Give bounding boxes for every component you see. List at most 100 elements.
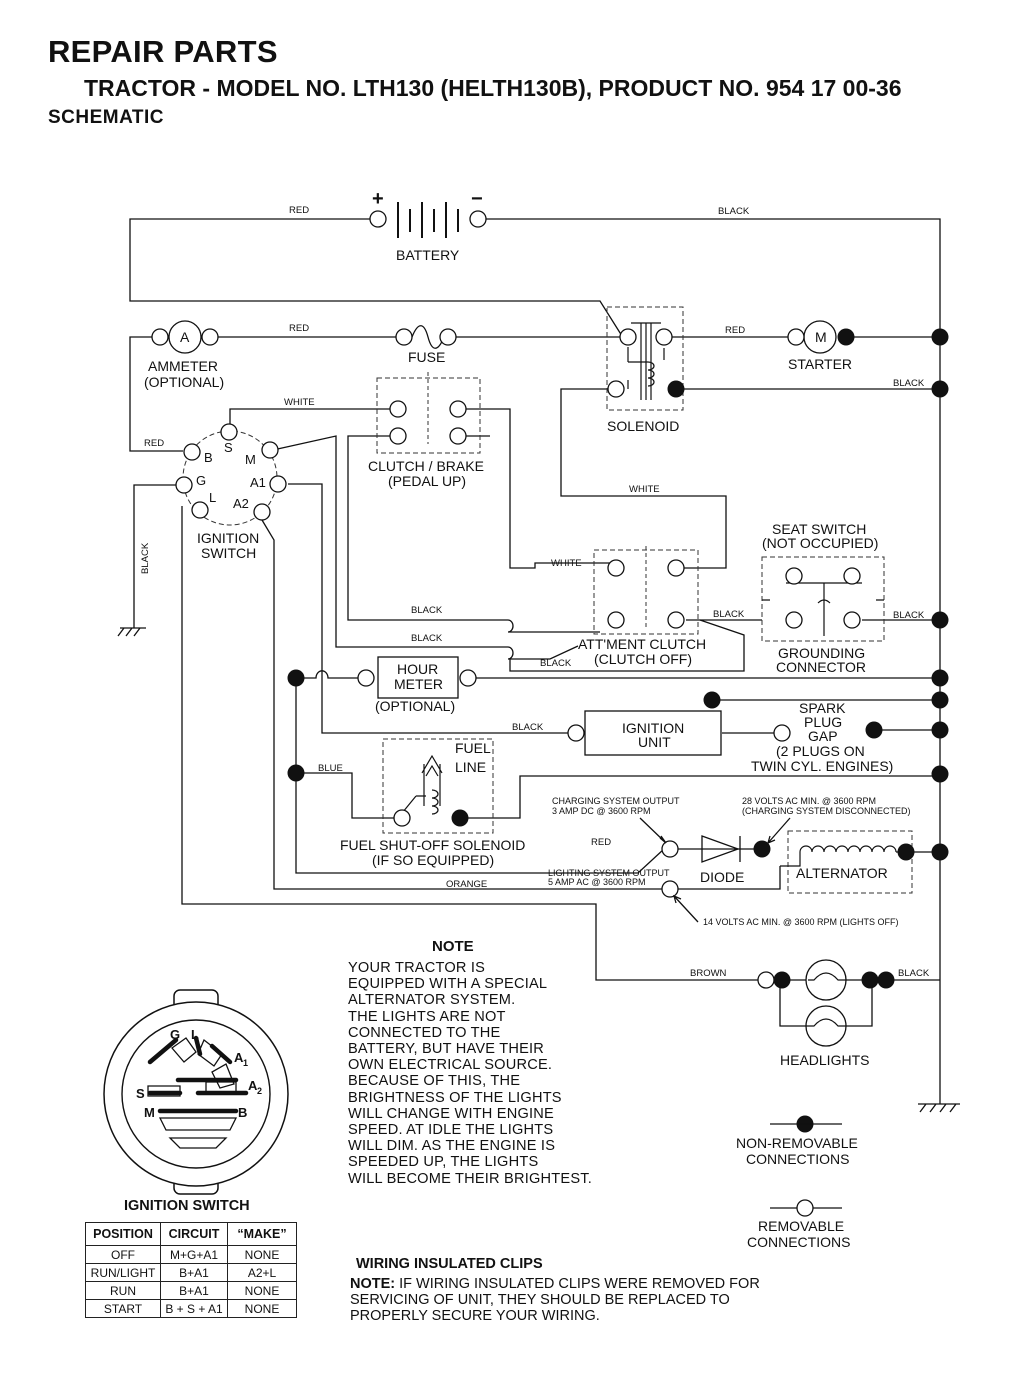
wire-m-black	[272, 435, 579, 660]
dot-ignunit-ground	[931, 691, 949, 709]
table-row: RUN B+A1 NONE	[85, 1281, 297, 1300]
table-cell: RUN	[85, 1281, 161, 1300]
hour-meter-label-2: METER	[394, 676, 443, 692]
starter-label: STARTER	[788, 356, 852, 372]
lighting-terminal	[661, 880, 679, 898]
hour-meter-box	[377, 656, 459, 699]
table-header: “MAKE”	[227, 1222, 297, 1246]
wire-label-black-headlight: BLACK	[898, 968, 930, 979]
fuel-solenoid-plunger	[421, 754, 443, 806]
arrow-28v	[766, 817, 791, 845]
clips-note-text: IF WIRING INSULATED CLIPS WERE REMOVED F…	[350, 1276, 760, 1325]
starter-symbol-label: M	[815, 329, 827, 345]
diode-symbol	[701, 835, 741, 863]
grounding-label-2: CONNECTOR	[776, 659, 866, 675]
volts28-label-1: 28 VOLTS AC MIN. @ 3600 RPM	[742, 796, 876, 806]
table-cell: NONE	[227, 1299, 297, 1318]
headlight-terminal	[757, 971, 775, 989]
seat-terminal-2	[843, 567, 861, 585]
face-s: S	[136, 1086, 145, 1101]
dot-fuel-ground	[931, 765, 949, 783]
seat-switch-label-1: SEAT SWITCH	[772, 521, 866, 537]
lighting-label-2: 5 AMP AC @ 3600 RPM	[548, 877, 646, 887]
hour-meter-terminal-left	[357, 669, 375, 687]
legend-removable-label-2: CONNECTIONS	[747, 1234, 850, 1250]
alternator-coil	[780, 845, 906, 867]
dot-headlight-left	[773, 971, 791, 989]
wire-label-black-clutch: BLACK	[411, 605, 443, 616]
diode-label: DIODE	[700, 869, 744, 885]
dot-solenoid	[667, 380, 685, 398]
wire-label-black-ignition-vertical: BLACK	[140, 542, 151, 574]
ignition-switch-face	[103, 989, 289, 1195]
dot-alternator	[897, 843, 915, 861]
wire-label-red-starter: RED	[725, 325, 745, 336]
wire-ign-black-left	[133, 484, 176, 612]
solenoid-label: SOLENOID	[607, 418, 679, 434]
solenoid-terminal-2	[655, 328, 673, 346]
dot-seat-ground	[931, 611, 949, 629]
wire-battery-negative	[484, 218, 941, 1100]
headlights	[757, 959, 847, 1047]
dot-ignunit-top	[703, 691, 721, 709]
ignition-unit-label-1: IGNITION	[622, 720, 684, 736]
legend-nonremovable-label-2: CONNECTIONS	[746, 1151, 849, 1167]
wire-label-black-ignunit: BLACK	[512, 722, 544, 733]
face-g: G	[170, 1027, 180, 1042]
seat-switch-internals	[762, 582, 884, 636]
dot-hour-meter-left	[287, 669, 305, 687]
clips-note-label: NOTE:	[350, 1276, 396, 1292]
wire-red-fuel	[295, 773, 665, 874]
dot-spark-plug	[865, 721, 883, 739]
wire-hour-meter	[296, 670, 364, 679]
volts28-label-2: (CHARGING SYSTEM DISCONNECTED)	[742, 806, 911, 816]
table-row: OFF M+G+A1 NONE	[85, 1245, 297, 1264]
wire-label-white-solenoid: WHITE	[629, 484, 660, 495]
ignition-unit-terminal	[567, 724, 585, 742]
table-header: POSITION	[85, 1222, 161, 1246]
solenoid-box	[606, 306, 684, 411]
spark-label-5: TWIN CYL. ENGINES)	[751, 758, 893, 774]
face-a1: A	[234, 1050, 244, 1065]
wire-label-black-attment-seat: BLACK	[713, 609, 745, 620]
wire-solenoid-white	[560, 388, 727, 569]
spark-label-2: PLUG	[804, 714, 842, 730]
wire-headlight-left	[779, 980, 806, 1027]
clips-note: NOTE: IF WIRING INSULATED CLIPS WERE REM…	[350, 1276, 830, 1325]
starter-terminal-left	[787, 328, 805, 346]
ign-m: M	[245, 452, 256, 467]
switch-dividers	[427, 372, 647, 630]
seat-terminal-4	[843, 611, 861, 629]
wire-label-white-attment: WHITE	[551, 558, 582, 569]
ign-terminal-l	[191, 501, 209, 519]
spark-label-1: SPARK	[799, 700, 846, 716]
table-cell: B + S + A1	[160, 1299, 228, 1318]
attment-terminal-3	[607, 611, 625, 629]
solenoid-terminal-3	[607, 380, 625, 398]
dot-alternator-ground	[931, 843, 949, 861]
legend-nonremovable-label-1: NON-REMOVABLE	[736, 1135, 858, 1151]
section-title: SCHEMATIC	[48, 107, 165, 128]
wire-fuel-solenoid-ground	[460, 775, 940, 819]
wire-a2-vertical	[261, 519, 668, 890]
grounding-label-1: GROUNDING	[778, 645, 865, 661]
fuel-solenoid-coil	[431, 789, 439, 815]
wire-a1	[288, 483, 572, 734]
spark-label-4: (2 PLUGS ON	[776, 743, 865, 759]
charging-label-1: CHARGING SYSTEM OUTPUT	[552, 796, 680, 806]
face-a2-sub: 2	[257, 1086, 262, 1096]
wire-label-white-s: WHITE	[284, 397, 315, 408]
diode-terminal-left	[661, 840, 679, 858]
clutch-brake-box	[376, 377, 481, 454]
ground-right	[918, 1100, 960, 1113]
note-text: YOUR TRACTOR IS EQUIPPED WITH A SPECIAL …	[348, 960, 593, 1187]
attment-terminal-2	[667, 559, 685, 577]
wire-label-black-seat-ground: BLACK	[893, 610, 925, 621]
seat-switch-box	[761, 556, 885, 642]
wire-white-s-clutch	[229, 408, 398, 437]
face-a2: A	[248, 1078, 258, 1093]
wire-clutch-left	[347, 435, 600, 633]
solenoid-coil-leads	[627, 347, 665, 389]
dot-diode-right	[753, 840, 771, 858]
